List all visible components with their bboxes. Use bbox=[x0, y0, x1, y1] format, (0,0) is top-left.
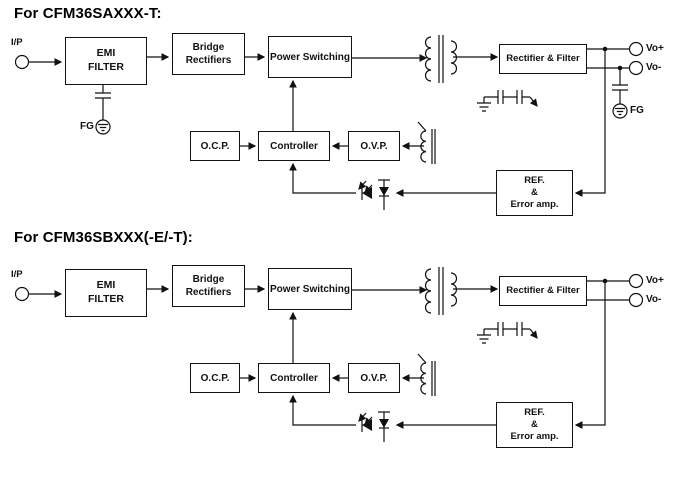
input-label: I/P bbox=[11, 37, 23, 48]
block-controller: Controller bbox=[258, 131, 330, 161]
diagram-b-title: For CFM36SBXXX(-E/-T): bbox=[14, 229, 193, 246]
fg-right-label: FG bbox=[630, 105, 644, 116]
input-label: I/P bbox=[11, 269, 23, 280]
block-ovp: O.V.P. bbox=[348, 363, 400, 393]
block-controller: Controller bbox=[258, 363, 330, 393]
vo-minus-label: Vo- bbox=[646, 62, 662, 73]
block-rectifier-filter: Rectifier & Filter bbox=[499, 44, 587, 74]
block-ocp: O.C.P. bbox=[190, 363, 240, 393]
diagram-a-title: For CFM36SAXXX-T: bbox=[14, 5, 162, 22]
block-power-switching: Power Switching bbox=[268, 36, 352, 78]
fg-left-label: FG bbox=[80, 121, 94, 132]
vo-minus-label: Vo- bbox=[646, 294, 662, 305]
block-bridge-rectifiers: Bridge Rectifiers bbox=[172, 33, 245, 75]
vo-plus-label: Vo+ bbox=[646, 275, 664, 286]
block-emi-filter: EMI FILTER bbox=[65, 37, 147, 85]
vo-plus-label: Vo+ bbox=[646, 43, 664, 54]
block-bridge-rectifiers: Bridge Rectifiers bbox=[172, 265, 245, 307]
block-power-switching: Power Switching bbox=[268, 268, 352, 310]
block-ref-error-amp: REF. & Error amp. bbox=[496, 170, 573, 216]
block-ref-error-amp: REF. & Error amp. bbox=[496, 402, 573, 448]
diagram-a-ground-network bbox=[94, 65, 629, 135]
block-rectifier-filter: Rectifier & Filter bbox=[499, 276, 587, 306]
block-ocp: O.C.P. bbox=[190, 131, 240, 161]
block-emi-filter: EMI FILTER bbox=[65, 269, 147, 317]
block-ovp: O.V.P. bbox=[348, 131, 400, 161]
